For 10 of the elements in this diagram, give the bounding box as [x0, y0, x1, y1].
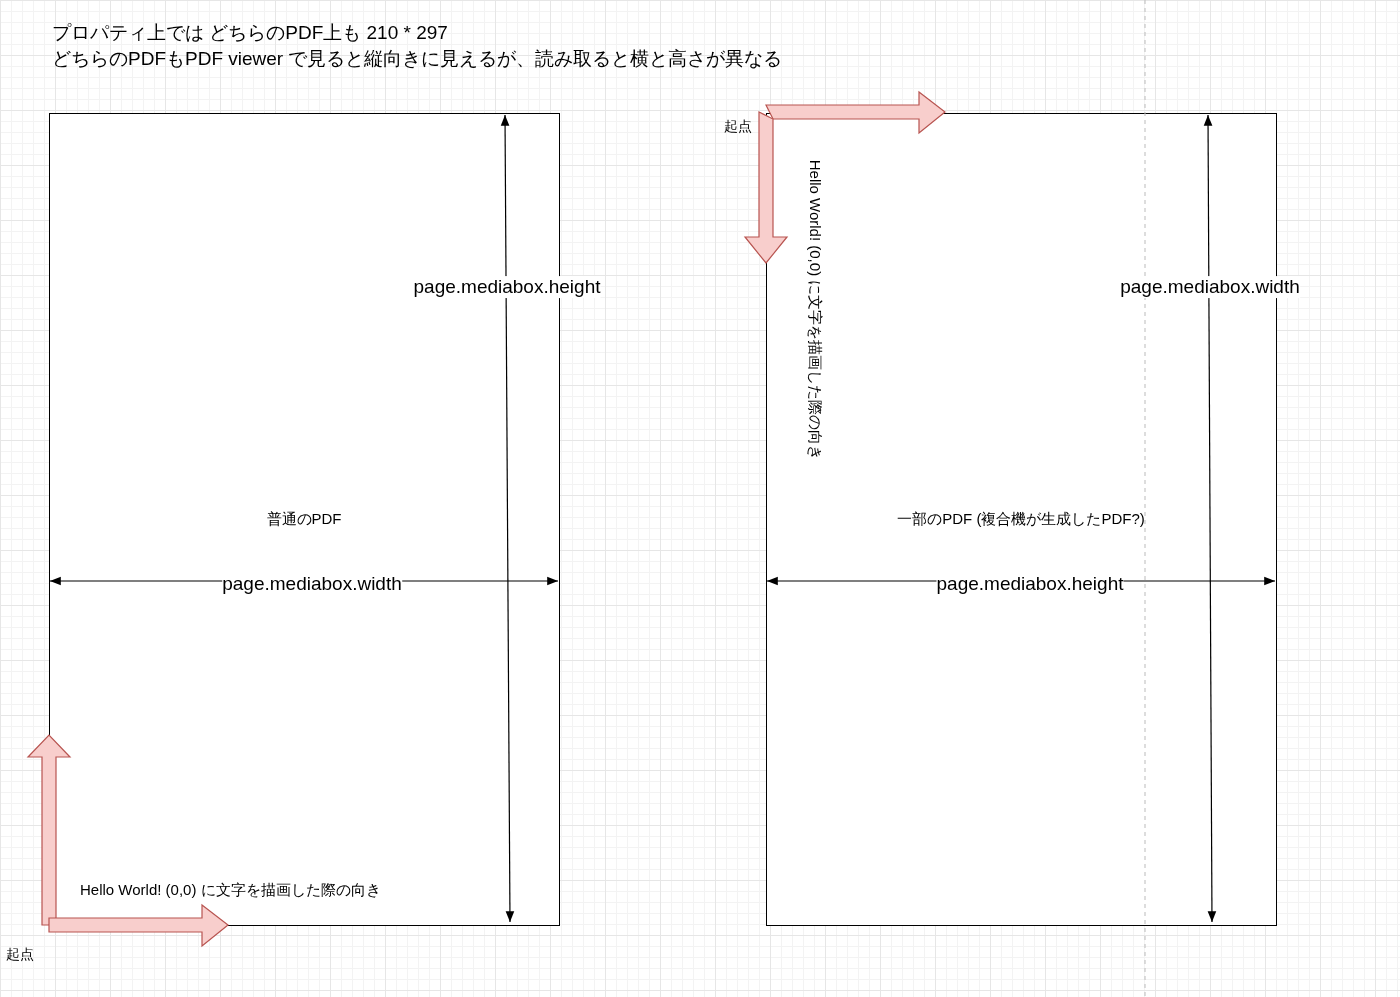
- page-caption: 普通のPDF: [266, 509, 342, 529]
- origin-label: 起点: [724, 117, 752, 135]
- origin-label: 起点: [6, 945, 34, 963]
- dimension-label: page.mediabox.width: [1120, 276, 1300, 298]
- page-caption: 一部のPDF (複合機が生成したPDF?): [897, 509, 1145, 529]
- direction-label: Hello World! (0,0) に文字を描画した際の向き: [80, 881, 381, 899]
- title: プロパティ上では どちらのPDF上も 210 * 297: [52, 22, 448, 44]
- subtitle-note: どちらのPDFもPDF viewer で見ると縦向きに見えるが、読み取ると横と高さが異なる: [52, 48, 783, 70]
- dimension-label: page.mediabox.height: [413, 276, 601, 298]
- direction-label: Hello World! (0,0) に文字を描画した際の向き: [806, 159, 824, 461]
